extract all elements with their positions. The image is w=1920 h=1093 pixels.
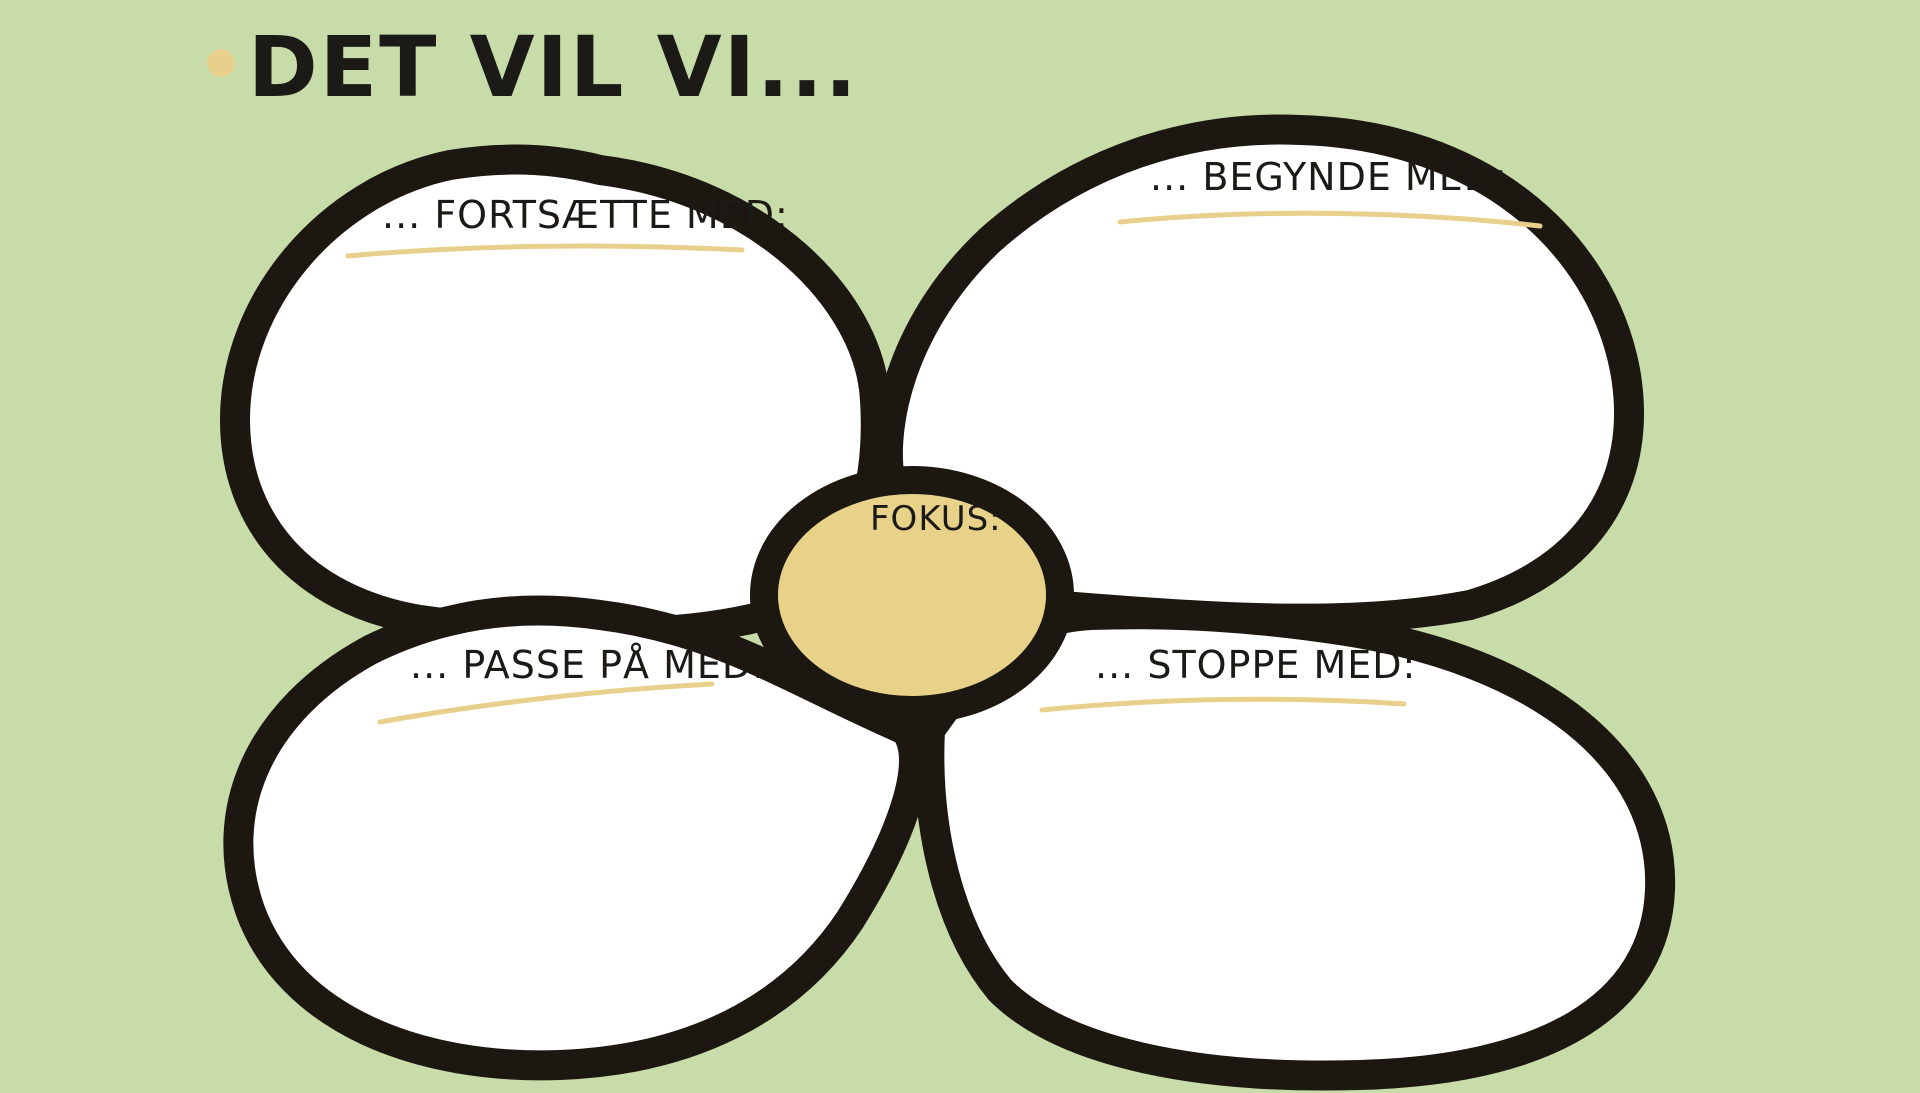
petal-bottom-left-label: ... PASSE PÅ MED: <box>410 643 766 687</box>
petal-bottom-right-underline <box>1039 696 1407 713</box>
petal-bottom-left-underline <box>377 681 715 725</box>
petal-top-right: ... BEGYNDE MED: <box>872 114 1644 634</box>
petal-top-right-underline <box>1117 210 1543 229</box>
petal-top-right-label: ... BEGYNDE MED: <box>1150 155 1508 199</box>
center-disc <box>750 466 1074 724</box>
center-label: FOKUS: <box>870 499 1002 539</box>
petal-top-left-underline <box>345 243 745 259</box>
petal-bottom-left: ... PASSE PÅ MED: <box>223 595 929 1081</box>
flower-center: FOKUS: <box>750 466 1074 724</box>
petal-bottom-right-label: ... STOPPE MED: <box>1095 643 1416 687</box>
petal-top-left-label: ... FORTSÆTTE MED: <box>382 193 789 237</box>
petal-bottom-right: ... STOPPE MED: <box>914 599 1676 1091</box>
title-bullet-icon <box>207 49 235 77</box>
page-title: DET VIL VI... <box>248 18 859 116</box>
